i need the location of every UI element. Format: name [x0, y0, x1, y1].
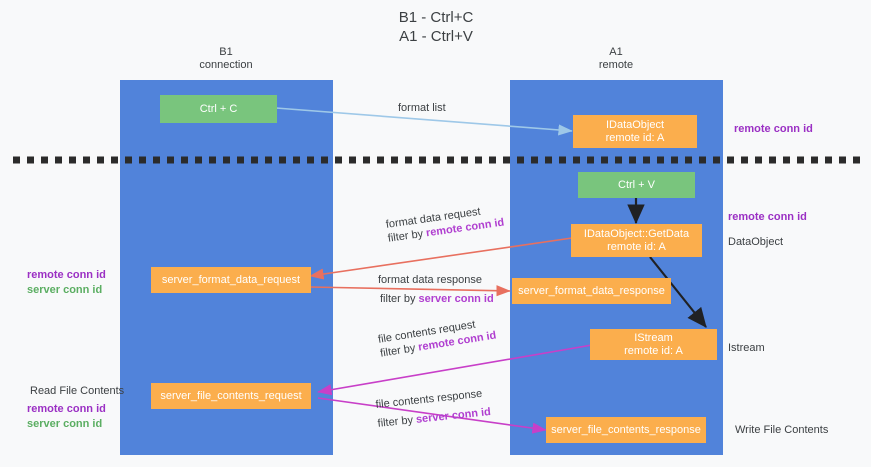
- column-header-b1: B1 connection: [146, 46, 306, 72]
- node-ctrl-c[interactable]: Ctrl + C: [160, 95, 277, 123]
- arrow-label-file-contents-response: file contents response filter by server …: [375, 386, 492, 431]
- node-ctrl-v[interactable]: Ctrl + V: [578, 172, 695, 198]
- node-getdata-line-1: IDataObject::GetData: [583, 227, 690, 240]
- annotation-right-mid-remote-conn-id: remote conn id: [728, 210, 807, 225]
- arrow-label-format-list: format list: [398, 101, 446, 115]
- arrow-label-fdres-key: server conn id: [418, 293, 494, 305]
- annotation-right-top-remote-conn-id: remote conn id: [734, 122, 813, 137]
- annotation-read-file-contents-text: Read File Contents: [30, 385, 125, 397]
- node-format-request-label: server_format_data_request: [161, 273, 301, 286]
- node-idataobject-line-1: IDataObject: [605, 118, 665, 131]
- annotation-dataobject-text: DataObject: [728, 236, 784, 248]
- node-istream-line-1: IStream: [634, 331, 673, 344]
- node-istream[interactable]: IStream remote id: A: [590, 329, 717, 360]
- annotation-left-bottom-conn-ids: remote conn id server conn id: [27, 402, 106, 432]
- node-idataobject[interactable]: IDataObject remote id: A: [573, 115, 697, 148]
- annotation-istream: Istream: [728, 341, 765, 356]
- arrow-label-fdres-line-1: format data response: [378, 274, 482, 286]
- node-server-file-contents-response[interactable]: server_file_contents_response: [546, 417, 706, 443]
- annotation-left-bottom-remote: remote conn id: [27, 403, 106, 415]
- node-idataobject-getdata[interactable]: IDataObject::GetData remote id: A: [571, 224, 702, 257]
- annotation-right-top-text: remote conn id: [734, 123, 813, 135]
- node-getdata-line-2: remote id: A: [607, 240, 666, 253]
- annotation-right-mid-text: remote conn id: [728, 211, 807, 223]
- column-header-a1: A1 remote: [536, 46, 696, 72]
- node-file-response-label: server_file_contents_response: [551, 423, 701, 436]
- node-idataobject-line-2: remote id: A: [605, 131, 665, 144]
- node-server-file-contents-request[interactable]: server_file_contents_request: [151, 383, 311, 409]
- arrow-label-fcres-prefix: filter by: [377, 413, 417, 430]
- arrow-label-fcres-key: server conn id: [415, 406, 492, 426]
- arrow-label-fdres-prefix: filter by: [380, 293, 419, 305]
- node-file-request-label: server_file_contents_request: [160, 389, 302, 402]
- annotation-write-file-contents-text: Write File Contents: [735, 424, 829, 436]
- annotation-left-bottom-server: server conn id: [27, 418, 103, 430]
- annotation-write-file-contents: Write File Contents: [735, 423, 828, 438]
- annotation-left-mid-conn-ids: remote conn id server conn id: [27, 268, 106, 298]
- column-header-b1-name: B1: [219, 46, 233, 58]
- arrow-label-format-list-text: format list: [398, 102, 446, 114]
- annotation-left-mid-server: server conn id: [27, 284, 103, 296]
- annotation-istream-text: Istream: [728, 342, 765, 354]
- annotation-left-mid-remote: remote conn id: [27, 269, 106, 281]
- page-title-line-2: A1 - Ctrl+V: [399, 28, 473, 45]
- annotation-dataobject: DataObject: [728, 235, 783, 250]
- column-header-a1-name: A1: [609, 46, 623, 58]
- node-ctrl-c-label: Ctrl + C: [199, 102, 238, 115]
- arrow-label-fdres-line-2: filter by server conn id: [380, 292, 494, 306]
- node-istream-line-2: remote id: A: [624, 344, 683, 357]
- arrow-label-format-data-response: format data response filter by server co…: [378, 273, 494, 306]
- page-title: B1 - Ctrl+C A1 - Ctrl+V: [286, 8, 586, 46]
- page-title-line-1: B1 - Ctrl+C: [398, 9, 474, 26]
- node-format-response-label: server_format_data_response: [518, 284, 665, 297]
- node-server-format-data-response[interactable]: server_format_data_response: [512, 278, 671, 304]
- node-server-format-data-request[interactable]: server_format_data_request: [151, 267, 311, 293]
- column-header-a1-role: remote: [598, 59, 634, 71]
- arrow-label-fdr-prefix: filter by: [387, 227, 427, 245]
- annotation-read-file-contents: Read File Contents: [30, 384, 124, 399]
- node-ctrl-v-label: Ctrl + V: [618, 178, 655, 191]
- arrow-label-format-data-request: format data request filter by remote con…: [385, 202, 505, 246]
- column-header-b1-role: connection: [199, 59, 253, 71]
- arrow-label-file-contents-request: file contents request filter by remote c…: [377, 315, 497, 361]
